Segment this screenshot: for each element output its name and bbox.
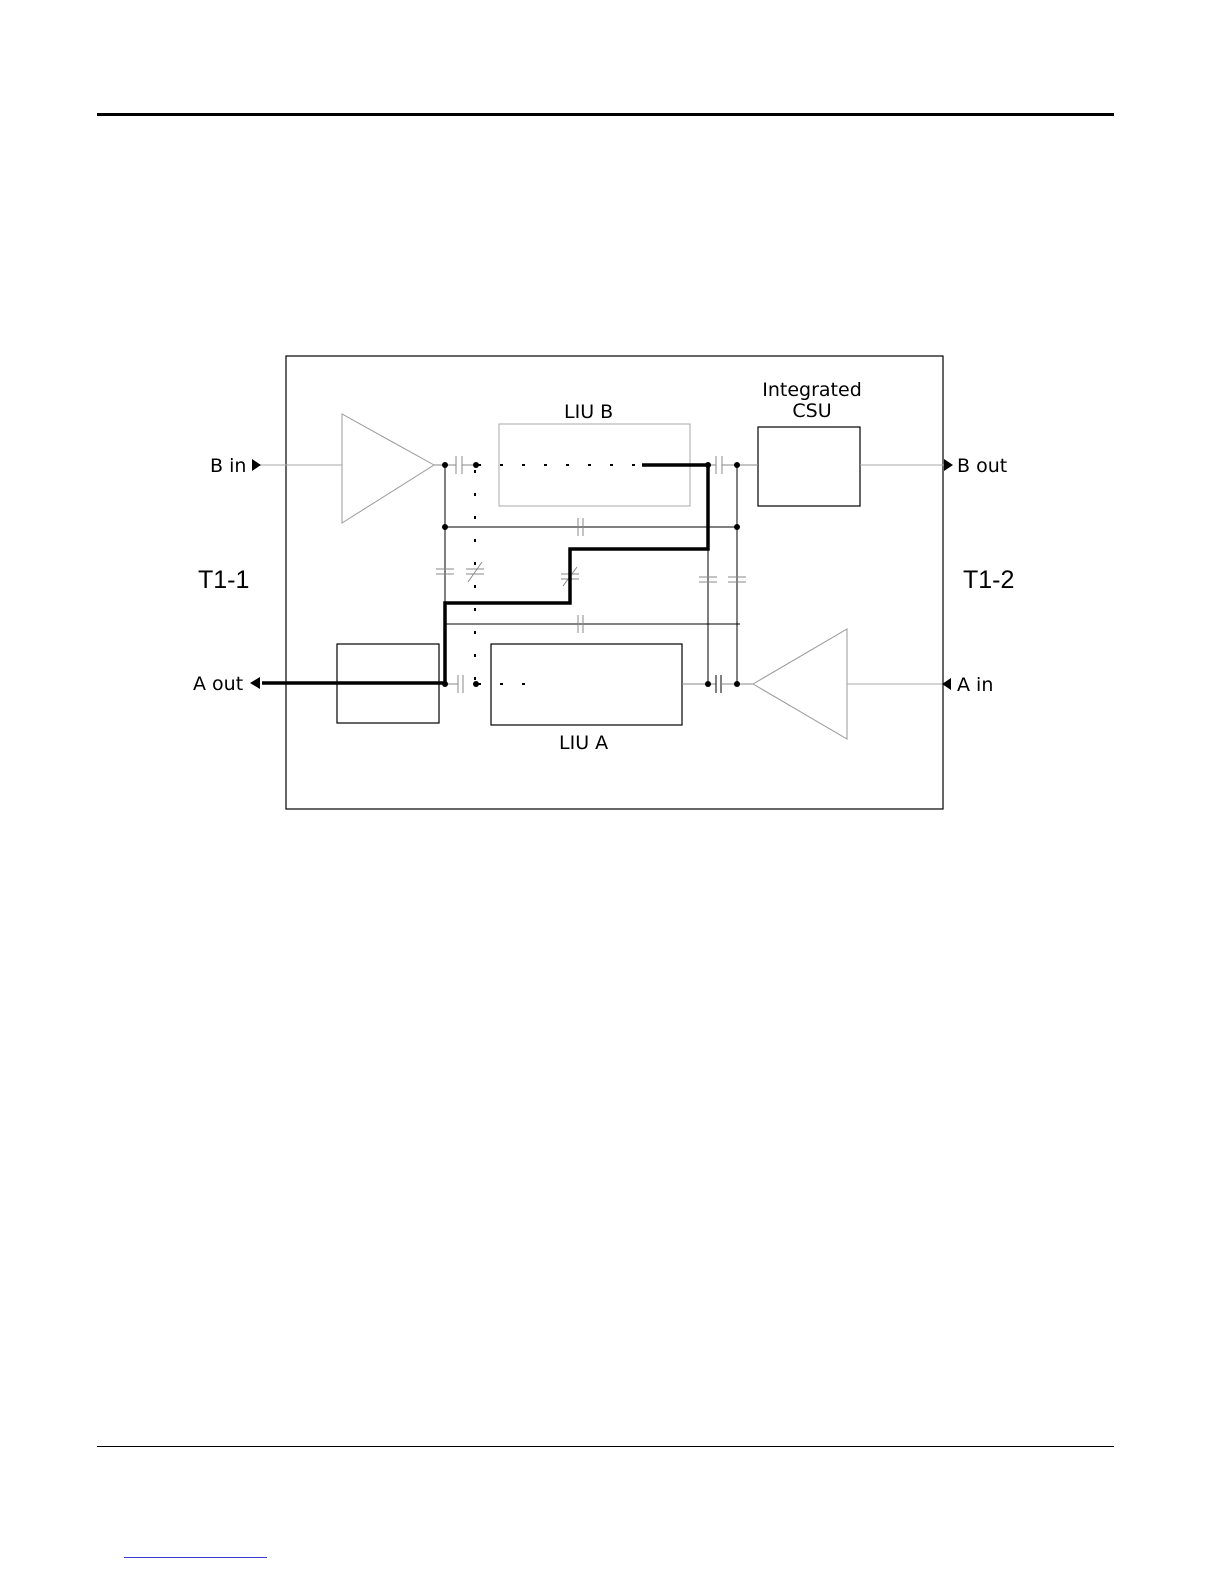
loopback-signal-path — [262, 465, 708, 683]
t1-2-label: T1-2 — [963, 566, 1014, 594]
b-amplifier — [342, 414, 434, 523]
liu-a-box — [491, 644, 682, 725]
csu-box — [758, 427, 860, 506]
junction-dot — [473, 462, 479, 468]
liu-b-label: LIU B — [564, 401, 613, 423]
a-out-arrow-icon — [250, 677, 260, 689]
a-amplifier — [753, 629, 847, 739]
a-in-label: A in — [957, 674, 993, 696]
junction-dot — [734, 681, 740, 687]
footer-rule — [97, 1446, 1114, 1447]
junction-dot — [734, 524, 740, 530]
junction-dot — [705, 681, 711, 687]
a-out-label: A out — [193, 673, 243, 695]
junction-dot — [734, 462, 740, 468]
junction-dot — [442, 462, 448, 468]
b-out-arrow-icon — [944, 459, 953, 471]
csu-label-line2: CSU — [792, 400, 831, 422]
csu-label-line1: Integrated — [762, 379, 862, 401]
b-in-arrow-icon — [252, 459, 261, 471]
footer-link-underline[interactable] — [124, 1557, 267, 1558]
liu-a-label: LIU A — [559, 732, 608, 754]
junction-dot — [473, 681, 479, 687]
b-out-label: B out — [957, 455, 1007, 477]
junction-dot — [442, 524, 448, 530]
t1-1-label: T1-1 — [198, 566, 249, 594]
b-in-label: B in — [210, 455, 246, 477]
